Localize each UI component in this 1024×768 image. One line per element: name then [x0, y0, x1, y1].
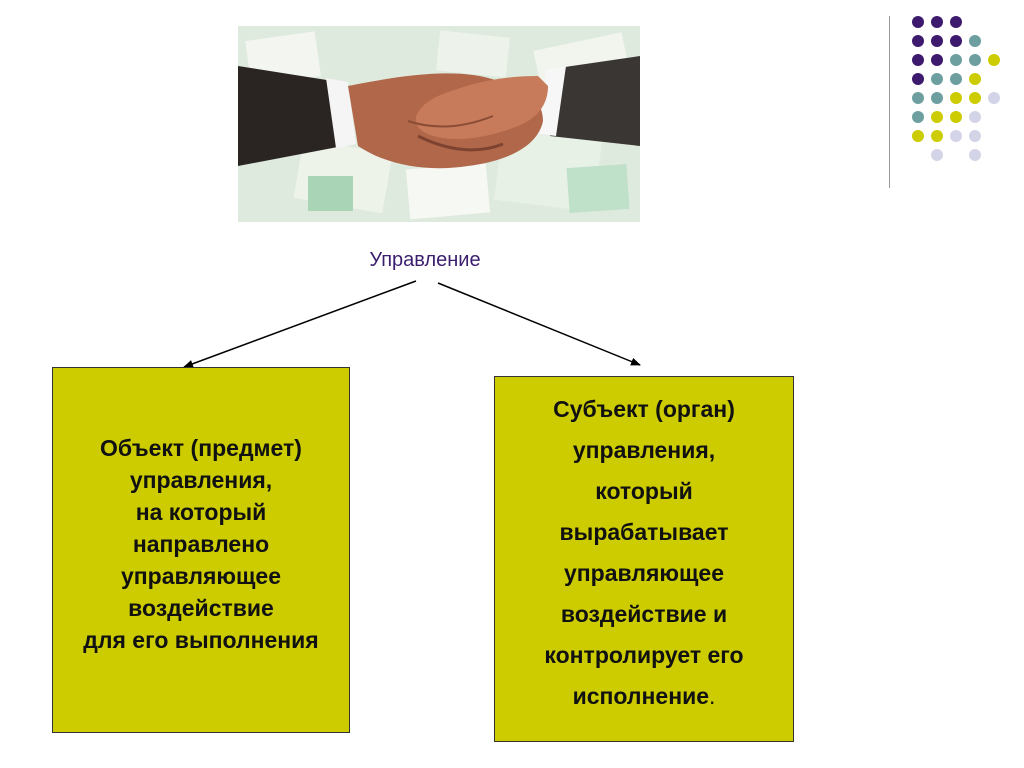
subject-line: Субъект (орган) [553, 396, 735, 422]
subject-line: управления, [572, 437, 716, 463]
divider-line [889, 16, 890, 188]
diagram-title: Управление [369, 249, 481, 271]
subject-period: . [709, 683, 716, 709]
dot-grid-icon [912, 16, 1000, 161]
subject-line: контролирует его [544, 642, 744, 668]
object-line: для его выполнения [83, 627, 319, 653]
subject-line-text: исполнение [572, 683, 710, 709]
object-line: управляющее [120, 563, 282, 589]
object-line: воздействие [128, 595, 274, 621]
subject-line: воздействие и [560, 601, 728, 627]
subject-box: Субъект (орган) управления, который выра… [494, 376, 794, 742]
object-box: Объект (предмет) управления, на который … [52, 367, 350, 733]
arrow-to-subject [437, 282, 641, 366]
object-line: управления, [129, 467, 273, 493]
subject-line-last: исполнение. [495, 676, 793, 717]
object-line: Объект (предмет) [100, 435, 302, 461]
handshake-photo [238, 26, 640, 222]
handshake-illustration [238, 26, 640, 222]
subject-line: который [595, 478, 693, 504]
subject-line: управляющее [563, 560, 725, 586]
arrow-to-object [183, 280, 417, 368]
subject-line: вырабатывает [559, 519, 729, 545]
object-line: направлено [132, 531, 270, 557]
object-line: на который [135, 499, 267, 525]
